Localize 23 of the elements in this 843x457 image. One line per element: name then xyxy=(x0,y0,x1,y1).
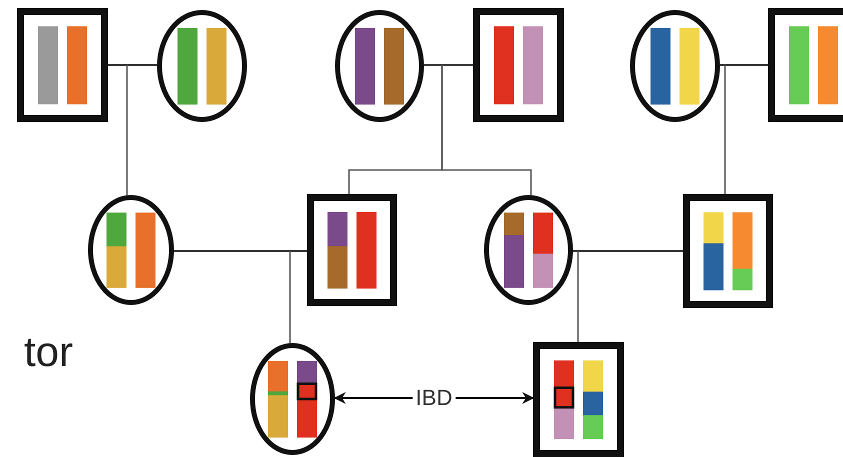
pedigree-circle xyxy=(88,195,174,305)
pedigree-circle xyxy=(157,10,247,122)
mating-line xyxy=(108,64,157,66)
pedigree-square xyxy=(307,194,397,306)
pedigree-square xyxy=(683,194,773,308)
pedigree-circle xyxy=(630,10,720,122)
descent-line xyxy=(289,250,307,344)
pedigree-circle xyxy=(484,195,573,305)
descent-line xyxy=(577,250,683,342)
mating-line xyxy=(424,64,473,66)
descent-line xyxy=(724,64,768,194)
pedigree-square xyxy=(473,8,564,122)
text-label: tor xyxy=(24,328,74,376)
descent-line xyxy=(126,64,157,196)
mating-line xyxy=(720,64,768,66)
pedigree-circle xyxy=(335,10,424,122)
pedigree-square xyxy=(533,342,624,457)
mating-line xyxy=(573,250,683,252)
pedigree-circle xyxy=(250,343,335,455)
mating-line xyxy=(174,250,307,252)
descent-line xyxy=(441,64,532,196)
pedigree-square xyxy=(768,8,843,122)
pedigree-square xyxy=(17,8,108,122)
